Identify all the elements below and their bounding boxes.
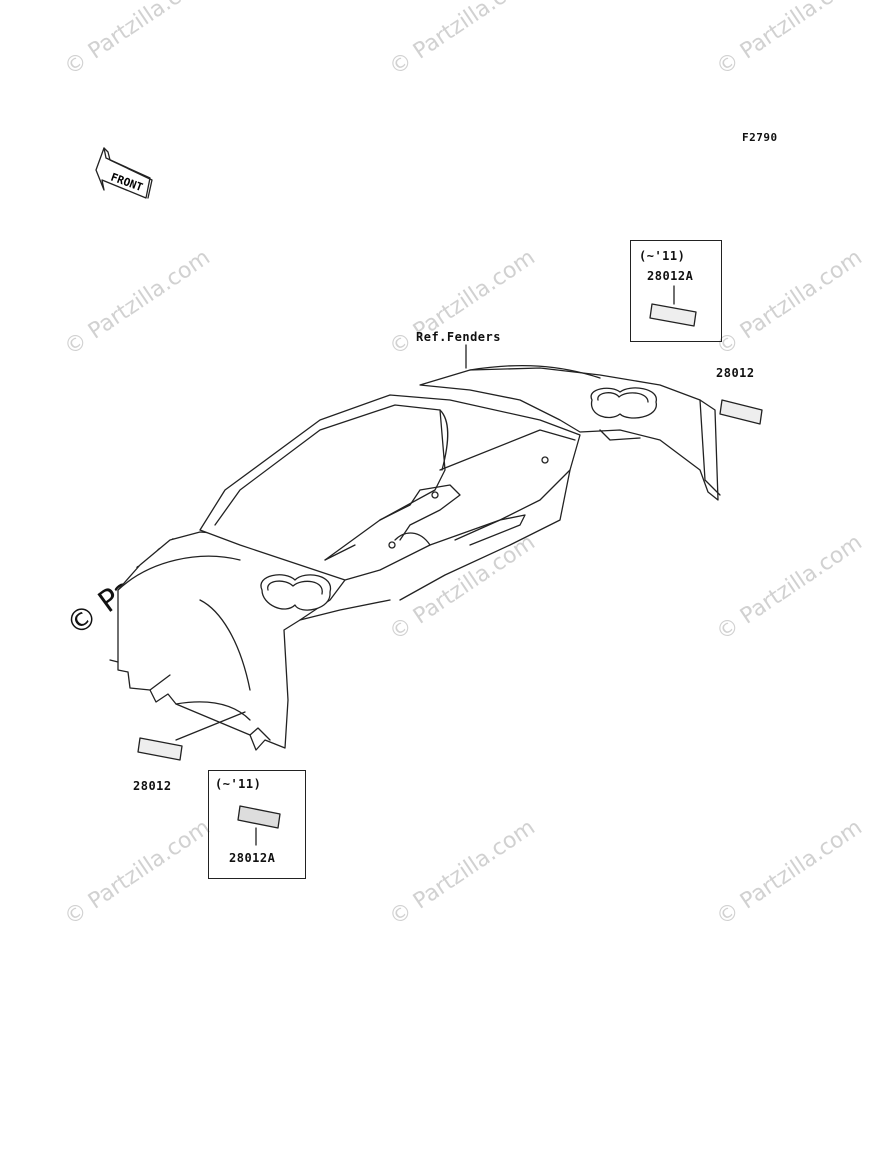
ref-fenders-label: Ref.Fenders (416, 330, 501, 344)
part-label-28012A-upper: 28012A (647, 269, 694, 283)
part-label-28012-upper: 28012 (716, 366, 755, 380)
part-label-28012-lower: 28012 (133, 779, 172, 793)
inset-note: (~'11) (215, 777, 262, 791)
part-label-28012A-lower: 28012A (229, 851, 276, 865)
inset-box-upper: (~'11) 28012A (630, 240, 722, 342)
decal-28012A-upper (649, 303, 697, 327)
figure-code: F2790 (742, 131, 778, 144)
inset-note: (~'11) (639, 249, 686, 263)
decal-28012-upper (719, 399, 763, 425)
front-arrow-icon (95, 147, 153, 199)
decal-28012-lower (137, 737, 183, 761)
rear-fender (109, 364, 721, 751)
decal-28012A-lower (237, 805, 281, 829)
inset-box-lower: (~'11) 28012A (208, 770, 306, 879)
